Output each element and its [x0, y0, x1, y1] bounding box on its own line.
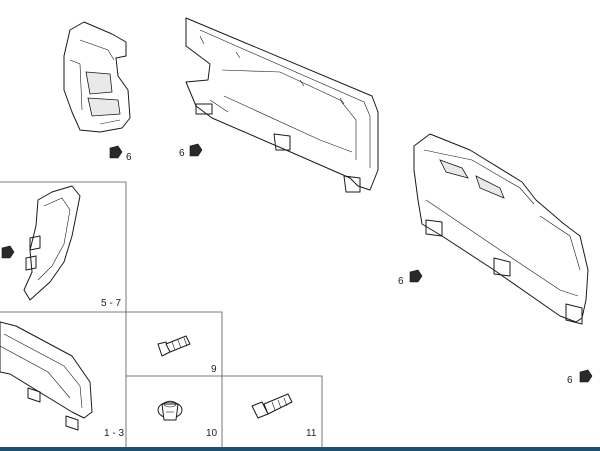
- callout-9: 9: [211, 364, 217, 375]
- callout-5-7: 5 - 7: [101, 298, 121, 309]
- screw-9[interactable]: [157, 335, 191, 357]
- right-panel-clips: [425, 219, 583, 325]
- callout-10: 10: [206, 428, 218, 439]
- side-trim-part[interactable]: [23, 185, 81, 301]
- callout-6-b: 6: [179, 148, 185, 159]
- callout-1-3: 1 - 3: [104, 428, 124, 439]
- clip-6-b[interactable]: [189, 143, 203, 157]
- callout-6-d: 6: [567, 375, 573, 386]
- lower-panel-part[interactable]: [0, 321, 93, 431]
- push-clip-10[interactable]: [157, 400, 183, 421]
- clip-6-c[interactable]: [409, 269, 423, 283]
- detail-box-5-7: [0, 181, 127, 312]
- right-panel-part[interactable]: [413, 133, 589, 323]
- callout-11: 11: [306, 428, 317, 439]
- clip-small-left[interactable]: [1, 245, 15, 259]
- callout-6-a: 6: [126, 152, 132, 163]
- callout-6-c: 6: [398, 276, 404, 287]
- clip-6-a[interactable]: [109, 145, 123, 159]
- corner-trim-part[interactable]: [63, 21, 131, 133]
- clip-6-d[interactable]: [579, 369, 593, 383]
- detail-box-1-3: [0, 311, 323, 447]
- upper-panel-clips: [195, 103, 361, 193]
- bottom-bar: [0, 447, 600, 451]
- screw-11[interactable]: [251, 393, 293, 419]
- upper-panel-part[interactable]: [185, 17, 379, 191]
